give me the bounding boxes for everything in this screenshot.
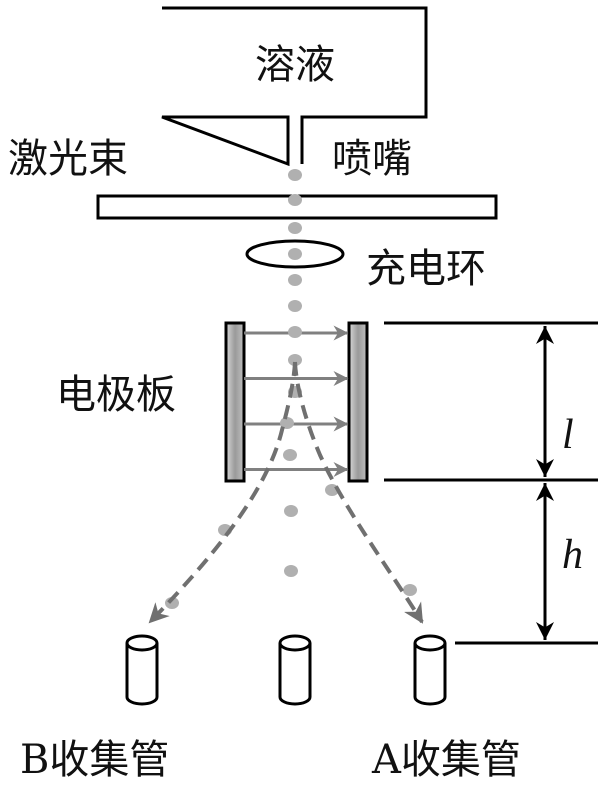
droplet	[288, 300, 302, 312]
droplet	[288, 354, 302, 366]
droplet	[284, 505, 298, 517]
droplet-stream	[165, 169, 417, 609]
left-electrode-plate	[224, 321, 246, 483]
droplet	[403, 584, 417, 596]
solution-label: 溶液	[255, 42, 335, 88]
height-symbol: h	[562, 532, 583, 578]
electric-field-lines	[244, 325, 349, 477]
laser-beam-label: 激光束	[8, 136, 128, 182]
droplet	[280, 417, 294, 429]
nozzle	[286, 117, 304, 164]
collection-tube-center	[278, 634, 312, 706]
dimension-lines	[384, 321, 598, 645]
right-electrode-plate	[347, 321, 369, 483]
charging-ring-label: 充电环	[366, 246, 486, 292]
collection-tubes	[125, 634, 447, 706]
droplet	[288, 222, 302, 234]
droplet	[288, 248, 302, 260]
trajectory-to-b	[148, 361, 297, 624]
droplet	[288, 194, 302, 206]
droplet	[288, 169, 302, 181]
droplet	[288, 274, 302, 286]
droplet	[283, 449, 297, 461]
tube-a-label: A收集管	[371, 737, 521, 783]
charging-ring	[245, 239, 345, 269]
trajectory-to-a	[293, 361, 424, 624]
nozzle-label: 喷嘴	[332, 136, 412, 182]
trajectories	[148, 361, 424, 624]
length-symbol: l	[562, 412, 574, 458]
tube-b-label: B收集管	[20, 737, 169, 783]
droplet	[284, 565, 298, 577]
droplet	[288, 326, 302, 338]
collection-tube-a	[413, 634, 447, 706]
collection-tube-b	[125, 634, 159, 706]
electrode-plates	[224, 321, 369, 483]
electrode-plates-label: 电极板	[56, 372, 176, 418]
